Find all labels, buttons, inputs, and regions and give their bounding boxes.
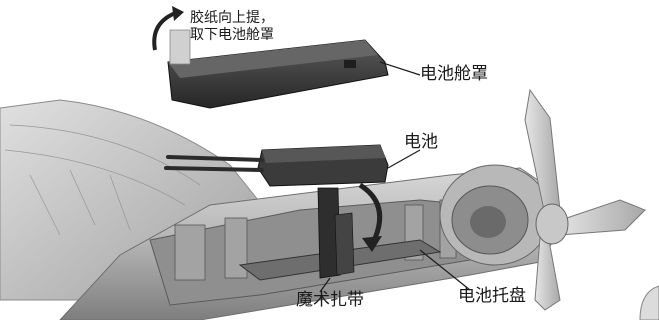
leader-lines [319, 61, 471, 293]
velcro-strap [317, 187, 341, 279]
propeller-blade-right [554, 199, 646, 236]
wing-panel-lines [4, 124, 201, 236]
battery-top-face [262, 145, 386, 163]
velcro-label: 魔术扎带 [296, 290, 364, 310]
spinner [535, 203, 569, 245]
tape-tab [169, 29, 191, 65]
engine-core [470, 206, 506, 238]
battery-tray-label: 电池托盘 [458, 286, 526, 306]
battery-wires [164, 155, 264, 172]
cover-latch [344, 60, 356, 68]
velcro-strap-lower [334, 212, 355, 276]
instruction-line-2: 取下电池舱罩 [190, 26, 274, 43]
battery-label: 电池 [404, 132, 438, 152]
instruction-text: 胶纸向上提， 取下电池舱罩 [190, 10, 274, 44]
landing-wheel [639, 285, 659, 320]
battery-cover-top [168, 40, 378, 78]
instruction-line-1: 胶纸向上提， [190, 10, 274, 26]
battery-cover-label: 电池舱罩 [420, 64, 488, 84]
